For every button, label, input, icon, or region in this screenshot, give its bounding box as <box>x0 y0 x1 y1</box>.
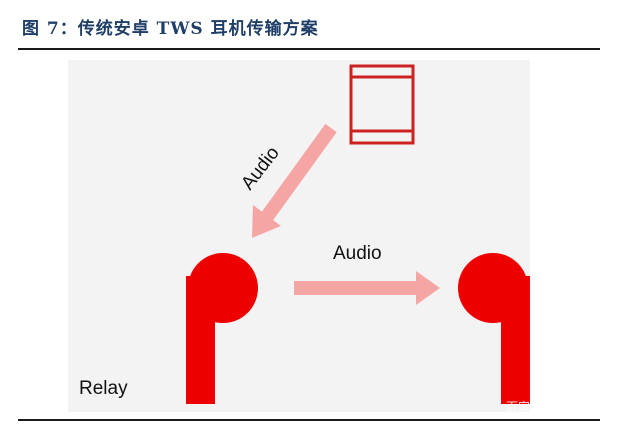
figure-caption: 图 7：传统安卓 TWS 耳机传输方案 <box>22 19 319 39</box>
right-earbud-icon <box>458 253 530 404</box>
audio-label-diagonal: Audio <box>237 143 283 194</box>
caption-divider-top <box>18 48 600 50</box>
watermark-text: 百家 <box>506 400 531 414</box>
diagram-canvas: Audio Audio Relay <box>79 64 530 404</box>
relay-label: Relay <box>79 378 128 399</box>
audio-arrow-horizontal <box>294 271 440 305</box>
left-earbud-icon <box>186 253 258 404</box>
audio-arrow-diagonal <box>252 123 337 238</box>
diagram-panel: Audio Audio Relay <box>68 60 530 412</box>
phone-icon <box>349 64 415 145</box>
caption-divider-bottom <box>18 419 600 421</box>
audio-label-horizontal: Audio <box>333 243 382 264</box>
